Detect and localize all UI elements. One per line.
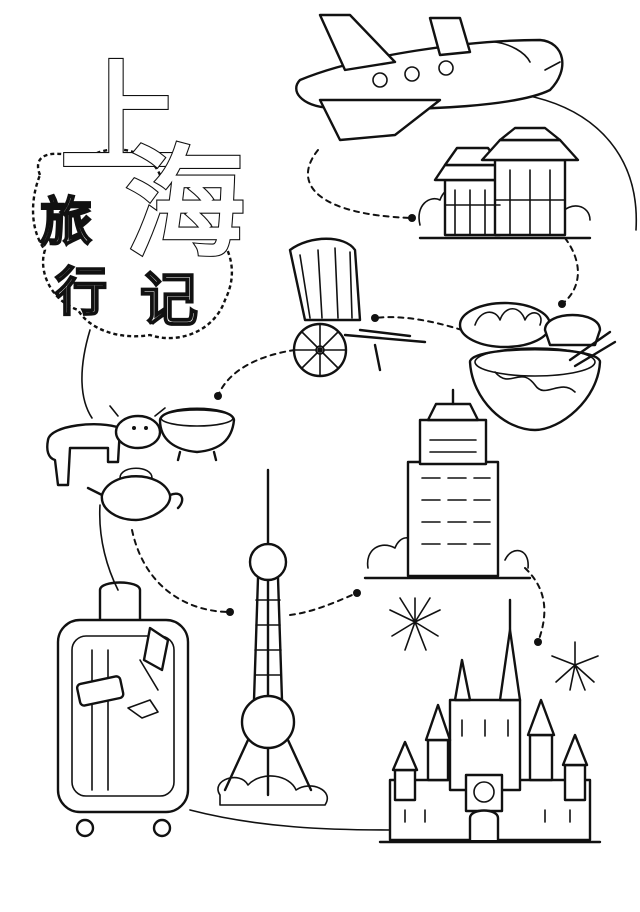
suitcase-icon bbox=[56, 581, 190, 838]
airplane-icon bbox=[295, 13, 564, 142]
path-dot bbox=[226, 608, 234, 616]
title-char-1: 上 bbox=[60, 50, 180, 189]
subtitle-char-3: 记 bbox=[140, 266, 198, 334]
subtitle-char-2: 行 bbox=[55, 263, 107, 323]
title-block: 上 海 旅 行 记 bbox=[31, 49, 246, 340]
path-dot bbox=[214, 392, 222, 400]
route-lines bbox=[81, 94, 638, 831]
art-deco-tower-icon bbox=[363, 388, 532, 580]
path-dot bbox=[534, 638, 542, 646]
dumplings-and-noodles-icon bbox=[458, 301, 617, 432]
fireworks-icon bbox=[389, 597, 599, 691]
path-dot bbox=[408, 214, 416, 222]
castle-icon bbox=[378, 598, 602, 844]
yuyuan-pavilion-icon bbox=[418, 126, 592, 240]
title-char-2: 海 bbox=[125, 135, 245, 274]
path-dot bbox=[353, 589, 361, 597]
path-dot bbox=[371, 314, 379, 322]
oriental-pearl-tower-icon bbox=[217, 468, 328, 806]
dashed-travel-path bbox=[131, 149, 579, 646]
cow-and-teapot-icon bbox=[46, 405, 236, 522]
subtitle-char-1: 旅 bbox=[40, 193, 92, 253]
rickshaw-icon bbox=[288, 237, 427, 378]
subtitle-cloud bbox=[31, 148, 233, 340]
path-dot bbox=[558, 300, 566, 308]
